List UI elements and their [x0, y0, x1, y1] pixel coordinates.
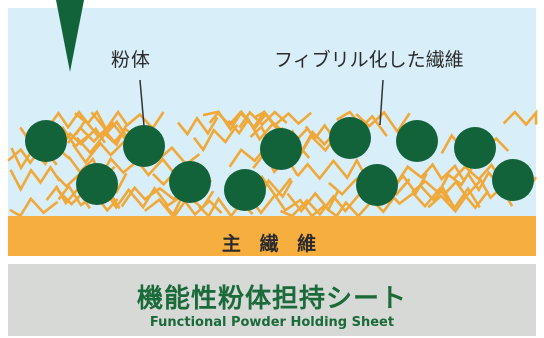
- fiber-strand: [66, 125, 140, 144]
- powder-particle: [396, 120, 438, 162]
- fiber-strand: [47, 109, 92, 130]
- title-english: Functional Powder Holding Sheet: [149, 315, 395, 330]
- fiber-strand: [176, 115, 219, 137]
- powder-particle: [329, 117, 371, 159]
- main-fiber-label: 主 繊 維: [221, 233, 323, 255]
- title-band: 機能性粉体担持シート Functional Powder Holding She…: [8, 264, 536, 336]
- powder-particle: [260, 128, 302, 170]
- fiber-strand: [427, 190, 490, 214]
- pointer-icon: [56, 0, 84, 72]
- powder-particle: [224, 169, 266, 211]
- fiber-strand: [296, 157, 369, 181]
- main-fiber-band: [8, 216, 536, 256]
- fiber-strand: [9, 196, 59, 218]
- fiber-strand: [355, 110, 411, 134]
- fiber-strand: [396, 162, 466, 183]
- fiber-strand: [238, 110, 288, 129]
- fiber-strand: [9, 165, 61, 193]
- fiber-strand: [411, 167, 473, 195]
- powder-particle: [169, 161, 211, 203]
- fiber-strand: [75, 124, 128, 155]
- fibril-leader-line: [379, 79, 384, 126]
- powder-particle: [356, 164, 398, 206]
- powder-particle: [76, 163, 118, 205]
- powder-particle: [492, 159, 534, 201]
- fiber-strand: [202, 109, 280, 133]
- powder-particles: [25, 117, 534, 211]
- fiber-strand: [104, 186, 184, 210]
- title-japanese: 機能性粉体担持シート: [136, 284, 407, 314]
- powder-leader-line: [139, 79, 145, 127]
- fiber-strand: [227, 117, 287, 142]
- fiber-strand: [502, 109, 538, 127]
- powder-particle: [123, 125, 165, 167]
- fibril-fiber-label: フィブリル化した繊維: [274, 49, 464, 71]
- powder-particle: [454, 127, 496, 169]
- powder-label: 粉体: [111, 49, 152, 71]
- fiber-strand: [286, 191, 339, 214]
- fiber-strand: [192, 123, 239, 153]
- powder-particle: [25, 120, 67, 162]
